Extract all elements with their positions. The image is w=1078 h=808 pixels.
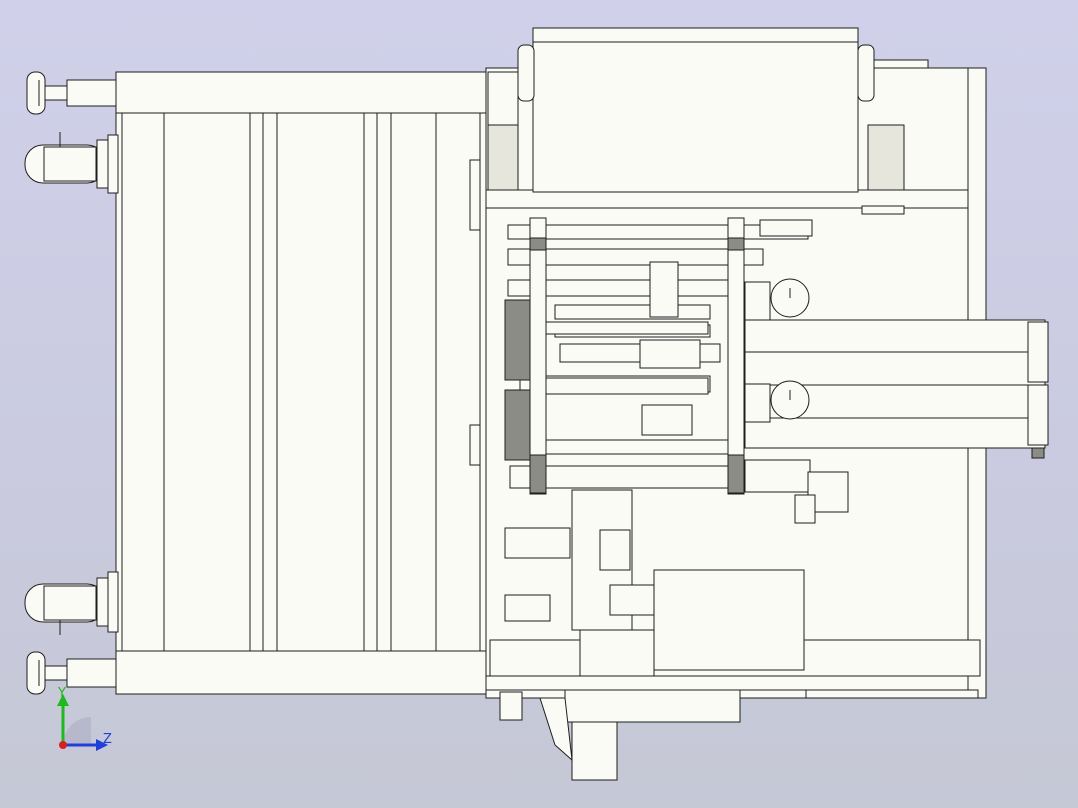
caster-wheel-top: [24, 132, 119, 194]
gauge-bottom: [744, 380, 810, 423]
bottom-brackets: [499, 689, 979, 781]
y-axis-label: Y: [58, 686, 66, 701]
z-axis-label: Z: [103, 732, 112, 747]
long-cylinders: [744, 319, 1049, 459]
motor: [517, 27, 929, 193]
cylinders: [504, 261, 701, 461]
leveling-foot-top: [26, 71, 117, 115]
leveling-foot-bottom: [26, 651, 117, 695]
slide-plates: [529, 217, 745, 495]
caster-wheel-bottom: [24, 571, 119, 635]
enclosure-box: [579, 569, 805, 677]
left-frame: [115, 71, 487, 695]
gauge-top: [744, 278, 810, 321]
coordinate-triad: [57, 694, 108, 751]
lower-mechanism: [504, 459, 849, 631]
